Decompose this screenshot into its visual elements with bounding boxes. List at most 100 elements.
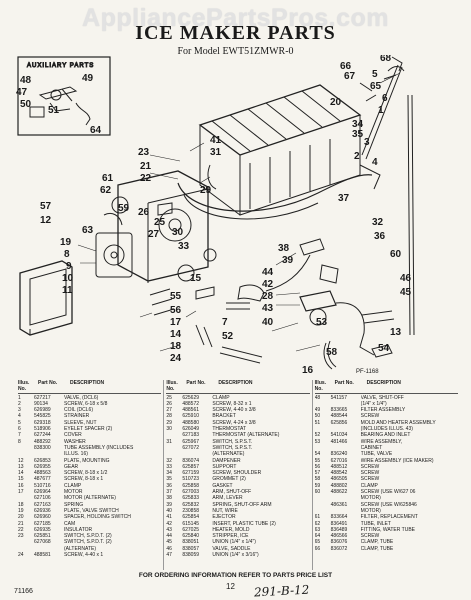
callout-7: 7 [222,317,228,328]
part-no: 627163 [34,501,51,508]
callout-58: 58 [326,347,338,358]
callout-13: 13 [390,327,402,338]
callout-1: 1 [378,105,384,116]
illus-no: 34 [166,470,172,477]
description: ILLUS. 16) [64,451,88,458]
description: CLAMP, TUBE [360,539,394,546]
callout-17: 17 [170,317,182,328]
callout-27: 27 [148,229,160,240]
description: SCREW (USE W/625846 [360,501,417,508]
callout-41: 41 [210,135,222,146]
description: DAMPENER [212,457,241,464]
description: FILTER, REPLACEMENT [360,514,418,521]
header-desc: DESCRIPTION [70,380,105,386]
part-no: 627072 [182,444,200,451]
callout-2: 2 [354,151,360,162]
callout-32: 32 [372,217,384,228]
header-illus: Illus. No. [18,380,30,393]
illus-no: 63 [314,526,321,533]
part-no: 625833 [182,495,200,502]
callout-59: 59 [118,203,130,214]
part-no: 836074 [182,457,200,464]
illus-no: 55 [314,457,321,464]
illus-no: 32 [166,457,172,464]
part-no: 488512 [330,463,348,470]
table-header: Illus. No.Part No.DESCRIPTION [314,380,458,394]
header-desc: DESCRIPTION [366,380,401,386]
part-no: 626936 [34,507,51,514]
callout-50: 50 [20,99,32,110]
table-row: (INCLUDES ILLUS. 43) [315,426,458,432]
description: INSULATOR [64,526,93,533]
description: WIRE ASSEMBLY, [360,438,403,445]
description: SCREW, SHOULDER [212,470,262,477]
header-part: Part No. [186,380,206,386]
callout-60: 60 [390,249,402,260]
illus-no: 37 [166,489,172,496]
description: MOTOR) [360,495,381,502]
part-no: 230858 [182,507,200,514]
description: (ALTERNATE) [212,451,245,458]
illus-no: 54 [314,451,321,458]
illus-no: 16 [18,482,24,489]
callout-28: 28 [262,291,274,302]
part-no: 625854 [182,514,200,521]
illus-no: 4 [18,413,21,420]
description: UNION (1/4" x 3/16") [212,552,259,559]
description: GASKET [212,482,233,489]
description: SCREW [360,463,380,470]
part-no: 627183 [182,432,200,439]
header-part: Part No. [38,380,58,386]
callout-14: 14 [170,329,182,340]
illus-no: 61 [314,514,321,521]
illus-no: 22 [18,526,24,533]
illus-no: 60 [314,489,321,496]
description: SCREW [360,476,380,483]
illus-no: 6 [18,426,21,433]
table-row: CABINET [315,445,458,451]
description: SCREW, 4-40 x 1 [64,552,104,559]
callout-56: 56 [170,305,182,316]
callout-20: 20 [330,97,342,108]
header-illus: Illus. No. [166,380,178,393]
callout-38: 38 [278,243,290,254]
callout-26: 26 [138,207,150,218]
callout-65: 65 [370,81,382,92]
illus-no: 46 [166,545,172,552]
callout-22: 22 [140,173,152,184]
illus-no: 44 [166,533,172,540]
illus-no: 38 [166,495,172,502]
part-no: 615145 [182,520,200,527]
illus-no: 27 [166,407,172,414]
description: SCREW, 4-24 x 3/8 [212,419,256,426]
callout-46: 46 [400,273,412,284]
callout-25: 25 [154,217,166,228]
part-no: 627244 [34,432,51,439]
description: UNION (1/4" x 1/4") [212,539,256,546]
description: FITTING, WATER TUBE [360,526,416,533]
illus-no: 1 [18,394,21,401]
description: BRACKET [212,413,236,420]
illus-no: 35 [166,476,172,483]
table-row: 32 836074 DAMPENER [166,458,309,464]
illus-no: 29 [166,419,172,426]
part-no: 625910 [182,413,200,420]
description: VALVE, SADDLE [212,545,251,552]
part-no: 627025 [182,526,200,533]
